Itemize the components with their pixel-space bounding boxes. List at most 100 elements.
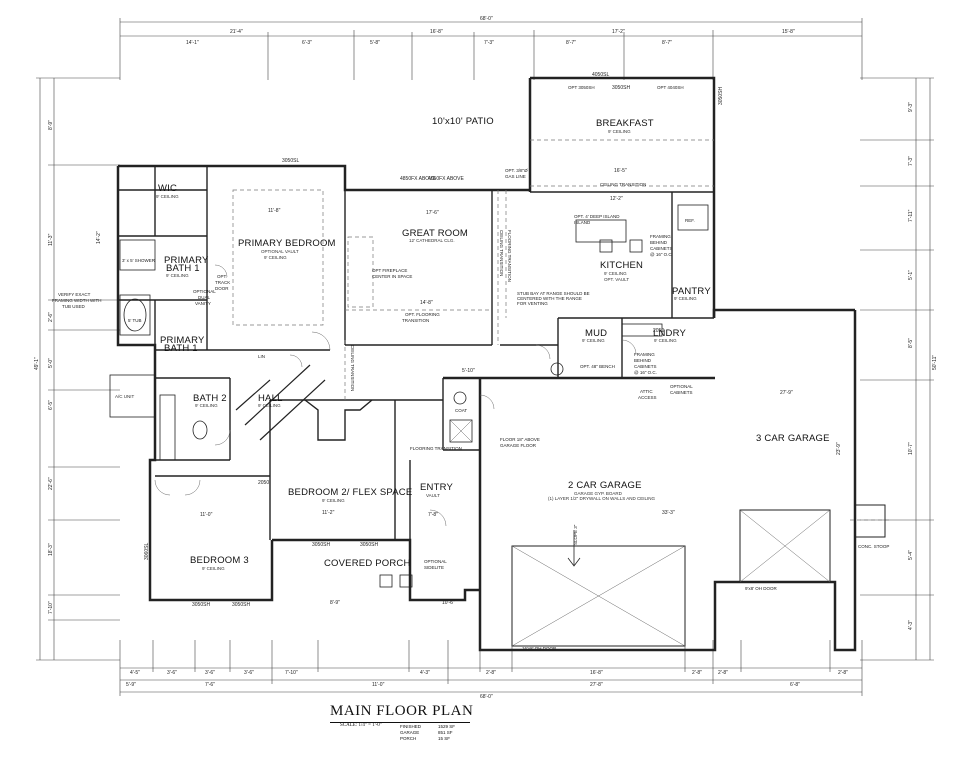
lndry-label: LNDRY bbox=[653, 328, 686, 339]
note-flooring2: TRANSITION bbox=[402, 318, 429, 323]
door-swings bbox=[154, 264, 637, 527]
garage3-label: 3 CAR GARAGE bbox=[756, 433, 830, 444]
mud-ceiling: 9' CEILING bbox=[582, 338, 605, 343]
area-row: PORCH 15 SF bbox=[400, 736, 455, 742]
note-island: OPT. 4' DEEP ISLAND bbox=[574, 214, 620, 219]
dim-top2: 7'-3" bbox=[484, 40, 494, 46]
dim-interior: 17'-6" bbox=[426, 210, 439, 216]
dim-interior: 16'-5" bbox=[614, 168, 627, 174]
note-conc-stoop: CONC. STOOP bbox=[858, 544, 889, 549]
dim-bottom: 3'-6" bbox=[167, 670, 177, 676]
note-opt-track3: DOOR bbox=[215, 286, 229, 291]
window-tag: 3050SL bbox=[282, 158, 299, 164]
area-value: 1529 SF bbox=[438, 724, 456, 729]
dim-interior: 14'-8" bbox=[420, 300, 433, 306]
dim-bottom-total: 68'-0" bbox=[480, 694, 493, 700]
plan-title: MAIN FLOOR PLAN bbox=[330, 703, 474, 719]
kitchen-ceiling2: OPT. VAULT bbox=[604, 277, 629, 282]
note-fireplace2: CENTER IN SPACE bbox=[372, 274, 412, 279]
area-value: 15 SF bbox=[438, 736, 451, 741]
window-tag: 3050SH bbox=[718, 87, 724, 105]
note-opt-sidelite1: OPTIONAL bbox=[424, 559, 447, 564]
pantry-label: PANTRY bbox=[672, 286, 711, 297]
dim-interior: 23'-9" bbox=[836, 442, 842, 455]
window-tag: 3050SH bbox=[360, 542, 378, 548]
entry-label: ENTRY bbox=[420, 482, 453, 493]
dim-bottom: 2'-8" bbox=[718, 670, 728, 676]
dimension-lines bbox=[36, 18, 934, 696]
dim-bottom: 4'-5" bbox=[130, 670, 140, 676]
window-tag: 4050FX ABOVE bbox=[428, 176, 465, 182]
plan-scale: SCALE: 1/4" = 1'-0" bbox=[340, 723, 382, 728]
entry-ceiling: VAULT bbox=[426, 493, 440, 498]
dim-left: 22'-6" bbox=[48, 477, 54, 490]
room-labels: 10'x10' PATIO BREAKFAST 9' CEILING WIC 9… bbox=[115, 116, 830, 571]
window-tag: 3060SL bbox=[144, 543, 150, 560]
ac-label: A/C UNIT bbox=[115, 394, 135, 399]
garage2-label: 2 CAR GARAGE bbox=[568, 480, 642, 491]
note-opt-wh: OPT 3050SH bbox=[568, 85, 595, 90]
note-ceiling-vert: CEILING TRANSITION bbox=[499, 230, 504, 276]
pantry-ceiling: 9' CEILING bbox=[674, 296, 697, 301]
dim-bottom2: 7'-6" bbox=[205, 682, 215, 688]
note-door-9: 9'x8' OH DOOR bbox=[745, 586, 777, 591]
primary-bedroom-label: PRIMARY BEDROOM bbox=[238, 238, 336, 249]
note-verify3: TUB USED bbox=[62, 304, 86, 309]
dim-top2: 5'-8" bbox=[370, 40, 380, 46]
note-attic2: ACCESS bbox=[638, 395, 657, 400]
primary-bath-ceiling: 9' CEILING bbox=[166, 273, 189, 278]
note-stub2: CENTERED WITH THE RANGE bbox=[517, 296, 582, 301]
kitchen-ceiling1: 9' CEILING bbox=[604, 271, 627, 276]
garage-doors bbox=[511, 509, 831, 647]
dim-bottom: 2'-8" bbox=[486, 670, 496, 676]
area-label: PORCH bbox=[400, 736, 417, 741]
wic-label: WIC bbox=[158, 183, 177, 194]
great-room-ceiling: 12' CATHEDRAL CLG. bbox=[409, 238, 455, 243]
slope-arrow bbox=[567, 530, 581, 567]
hall-ceiling: 9' CEILING bbox=[258, 403, 281, 408]
bedroom2-label: BEDROOM 2/ FLEX SPACE bbox=[288, 487, 412, 498]
area-value: 851 SF bbox=[438, 730, 453, 735]
porch-label: COVERED PORCH bbox=[324, 558, 411, 569]
interior-walls bbox=[118, 166, 714, 600]
dim-left: 18'-3" bbox=[48, 543, 54, 556]
note-shower: 3' x 5' SHOWER bbox=[122, 258, 156, 263]
window-tag: 3050SH bbox=[612, 85, 630, 91]
note-linen: LIN bbox=[258, 354, 265, 359]
note-framing4: @ 16" O.C. bbox=[650, 252, 673, 257]
dim-interior: 11'-8" bbox=[268, 208, 281, 214]
note-ceiling-trans-v2: CEILING TRANSITION bbox=[350, 345, 355, 391]
wic-ceiling: 9' CEILING bbox=[156, 194, 179, 199]
note-opt-cab1: OPTIONAL bbox=[670, 384, 693, 389]
dim-right: 10'-7" bbox=[908, 442, 914, 455]
primary-bedroom-ceiling2: 9' CEILING bbox=[264, 255, 287, 260]
bedroom3-ceiling: 9' CEILING bbox=[202, 566, 225, 571]
hall-walls bbox=[235, 364, 326, 441]
breakfast-ceiling: 9' CEILING bbox=[608, 129, 631, 134]
window-tag: 3050SH bbox=[312, 542, 330, 548]
mud-label: MUD bbox=[585, 328, 607, 339]
note-opt-cab2: CABINETS bbox=[670, 390, 693, 395]
dim-interior: 27'-9" bbox=[780, 390, 793, 396]
breakfast-label: BREAKFAST bbox=[596, 118, 654, 129]
note-framing7: CABINETS bbox=[634, 364, 657, 369]
note-flooring-trans-v2: FLOORING TRANSITION bbox=[410, 446, 462, 451]
note-bench: OPT. 48" BENCH bbox=[580, 364, 615, 369]
note-flooring-vert: FLOORING TRANSITION bbox=[507, 230, 512, 282]
note-framing8: @ 16" O.C. bbox=[634, 370, 657, 375]
dim-right-total: 50'-11" bbox=[932, 355, 938, 370]
note-opt-dual1: OPTIONAL bbox=[193, 289, 216, 294]
conc-stoop bbox=[854, 504, 886, 538]
note-opt-gas2: GAS LINE bbox=[505, 174, 526, 179]
dim-right: 7'-3" bbox=[908, 156, 914, 166]
dim-left: 8'-9" bbox=[48, 120, 54, 130]
note-framing3: CABINETS bbox=[650, 246, 673, 251]
note-opt-track1: OPT. bbox=[217, 274, 227, 279]
kitchen-label: KITCHEN bbox=[600, 260, 643, 271]
dim-top2: 14'-1" bbox=[186, 40, 199, 46]
note-ceiling-transition: CEILING TRANSITION bbox=[600, 182, 646, 187]
note-door-16: 16'x8' OH DOOR bbox=[522, 646, 557, 651]
dim-top: 17'-2" bbox=[612, 29, 625, 35]
dashed-lines bbox=[232, 139, 890, 521]
